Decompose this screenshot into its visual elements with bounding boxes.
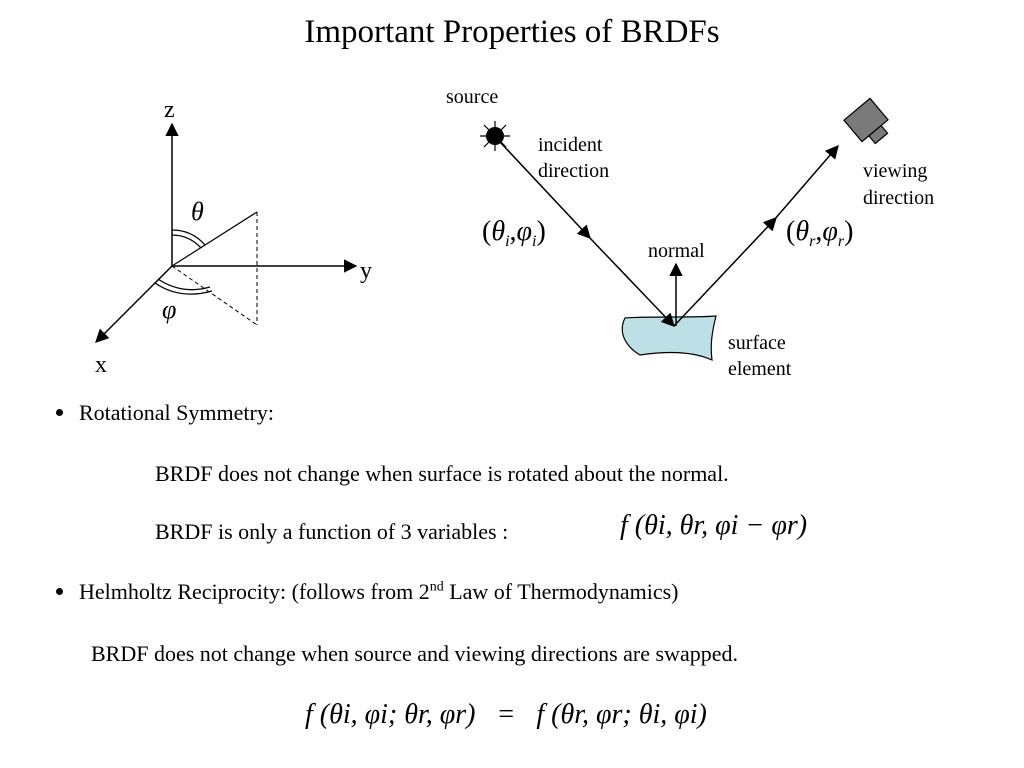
rotational-line-2: BRDF is only a function of 3 variables : [155, 519, 509, 544]
rotational-formula: f (θi, θr, φi − φr) [620, 510, 808, 541]
phi-arc [154, 282, 213, 295]
phi-arc-2 [157, 278, 211, 291]
reciprocity-formula: f (θi, φi; θr, φr) = f (θr, φr; θi, φi) [305, 699, 707, 730]
reflected-ray-a [673, 217, 777, 327]
surface-label-1: surface [728, 332, 786, 354]
bullet-icon [56, 409, 63, 417]
bullet-heading: Rotational Symmetry: [79, 400, 274, 425]
reflected-angles-label: (θr,φr) [786, 216, 853, 250]
coordinate-diagram: z y x θ φ [95, 97, 372, 378]
source-label: source [446, 86, 498, 108]
incident-ray-b [587, 235, 675, 327]
reciprocity-line-1: BRDF does not change when source and vie… [91, 641, 739, 666]
light-source-icon [480, 121, 510, 151]
axis-z-label: z [164, 97, 175, 123]
x-axis [95, 265, 173, 343]
incident-label-2: direction [538, 160, 609, 182]
bullet-heading-pre: Helmholtz Reciprocity: (follows from 2 [79, 579, 430, 604]
incident-label-1: incident [538, 134, 603, 156]
bullet-helmholtz-reciprocity: Helmholtz Reciprocity: (follows from 2nd… [56, 579, 679, 605]
phi-label: φ [162, 295, 176, 324]
direction-vector [171, 211, 258, 267]
axis-x-label: x [95, 352, 107, 378]
bullet-rotational-symmetry: Rotational Symmetry: [56, 400, 274, 426]
projection-base [171, 265, 258, 326]
surface-element [621, 315, 717, 361]
viewing-label-2: direction [863, 187, 934, 209]
surface-label-2: element [728, 358, 792, 380]
rotational-line-1: BRDF does not change when surface is rot… [155, 461, 729, 486]
normal-label: normal [648, 240, 705, 262]
slide-title: Important Properties of BRDFs [304, 14, 720, 50]
incident-ray-a [499, 141, 591, 239]
incident-angles-label: (θi,φi) [482, 216, 546, 250]
reflected-ray-b [773, 144, 839, 221]
theta-arc [171, 229, 206, 246]
viewing-label-1: viewing [863, 160, 927, 182]
bullet-heading-sup: nd [429, 579, 444, 595]
scene-diagram: source incident direction viewing direct… [446, 86, 934, 380]
camera-icon [843, 97, 889, 145]
theta-arc-2 [171, 234, 202, 249]
axis-y-label: y [360, 258, 372, 284]
bullet-heading-post: Law of Thermodynamics) [443, 579, 679, 604]
theta-label: θ [191, 197, 204, 226]
bullet-icon [56, 588, 63, 596]
